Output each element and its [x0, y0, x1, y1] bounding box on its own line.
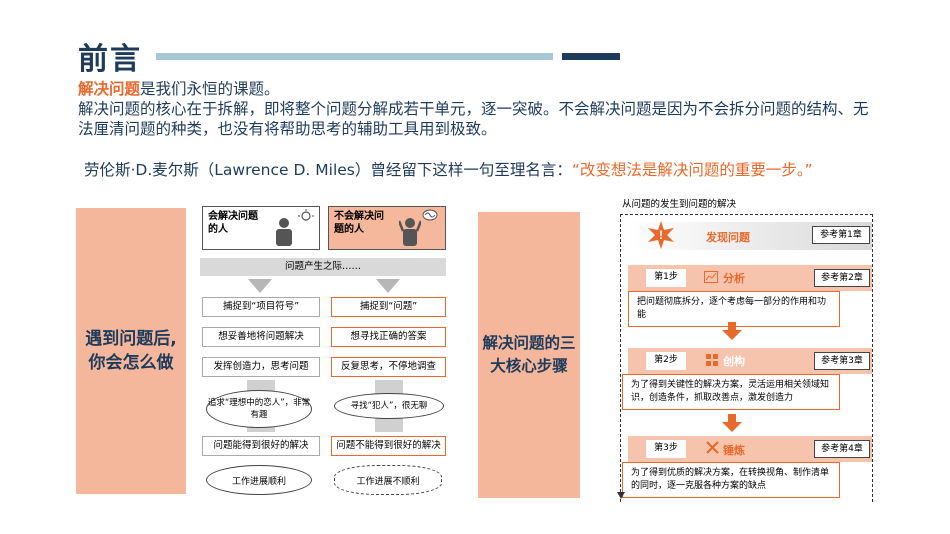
step1-ref: 参考第2章	[814, 269, 870, 287]
step3-desc: 为了得到优质的解决方案，在转换视角、制作清单的同时，逐一克服各种方案的缺点	[622, 462, 840, 498]
bad-step-3: 反复思考，不停地调查	[331, 357, 446, 377]
step2-desc: 为了得到关键性的解决方案，灵活运用相关领域知识，创造条件，抓取改善点，激发创造力	[622, 374, 840, 410]
problem-occurs-band: 问题产生之际……	[200, 258, 446, 276]
calm-person-icon	[276, 218, 292, 246]
good-outcome-cloud: 工作进展顺利	[206, 465, 312, 495]
good-solver-label: 会解决问题的人	[208, 211, 258, 235]
left-question-panel: 遇到问题后, 你会怎么做	[76, 208, 186, 494]
good-solver-card: 会解决问题的人	[202, 206, 320, 250]
build-blocks-icon	[706, 354, 718, 366]
step1-arrow	[722, 330, 742, 340]
flow-caption: 从问题的发生到问题的解决	[622, 199, 737, 210]
good-step-1: 捕捉到“项目符号”	[202, 297, 320, 317]
quote-text: “改变想法是解决问题的重要一步。”	[571, 161, 813, 179]
quote-lead: 劳伦斯·D.麦尔斯（Lawrence D. Miles）曾经留下这样一句至理名言…	[84, 161, 572, 179]
step3-ref: 参考第4章	[814, 440, 870, 458]
scribble-cloud-icon	[422, 209, 438, 221]
discover-stage-name: 发现问题	[706, 231, 750, 244]
quote-paragraph: 劳伦斯·D.麦尔斯（Lawrence D. Miles）曾经留下这样一句至理名言…	[84, 160, 874, 180]
flow-dashed-frame	[620, 214, 873, 502]
bad-outcome-cloud: 工作进展不顺利	[334, 465, 442, 495]
good-arrow-1	[248, 279, 272, 293]
alert-burst-icon: !	[648, 221, 674, 249]
step2-ref: 参考第3章	[814, 352, 870, 370]
poor-solver-label: 不会解决问题的人	[334, 211, 384, 235]
step3-tag: 第3步	[646, 440, 686, 458]
left-panel-line2: 你会怎么做	[88, 353, 174, 373]
svg-text:!: !	[659, 228, 663, 242]
bad-arrow-1	[376, 279, 400, 293]
intro-line2: 解决问题的核心在于拆解，即将整个问题分解成若干单元，逐一突破。不会解决问题是因为…	[78, 100, 869, 138]
core-steps-panel: 解决问题的三 大核心步骤	[478, 212, 580, 498]
discover-ref: 参考第1章	[812, 226, 870, 244]
bad-step-1: 捕捉到“问题”	[331, 297, 446, 317]
step1-arrow-shaft	[728, 322, 736, 331]
poor-solver-card: 不会解决问题的人	[328, 206, 446, 250]
step2-name: 创构	[723, 355, 745, 368]
core-steps-line2: 大核心步骤	[490, 357, 568, 375]
stressed-person-icon	[399, 218, 421, 246]
idea-bulb-icon	[298, 209, 314, 221]
core-steps-line1: 解决问题的三	[482, 334, 576, 352]
title-divider-dark	[562, 53, 620, 60]
bad-result: 问题不能得到很好的解决	[331, 436, 446, 456]
bad-thought-bubble: 寻找“犯人”，很无聊	[334, 393, 444, 419]
flow-end-arrow	[617, 492, 625, 499]
step1-name: 分析	[723, 272, 745, 285]
step1-tag: 第1步	[646, 269, 686, 287]
step2-arrow-shaft	[728, 414, 736, 423]
analysis-chart-icon	[704, 271, 718, 283]
step2-arrow	[722, 422, 742, 432]
hammer-tools-icon	[706, 441, 719, 454]
step2-tag: 第2步	[646, 352, 686, 370]
good-step-2: 想妥善地将问题解决	[202, 327, 320, 347]
good-thought-bubble: 追求“理想中的恋人”，非常有趣	[206, 390, 312, 428]
intro-highlight: 解决问题	[78, 80, 141, 98]
intro-line1: 是我们永恒的课题。	[140, 80, 280, 98]
good-step-3: 发挥创造力，思考问题	[202, 357, 320, 377]
intro-paragraph: 解决问题是我们永恒的课题。 解决问题的核心在于拆解，即将整个问题分解成若干单元，…	[78, 79, 878, 139]
title-divider-light	[156, 53, 553, 60]
bad-step-2: 想寻找正确的答案	[331, 327, 446, 347]
left-panel-line1: 遇到问题后,	[85, 329, 177, 349]
page-title: 前言	[78, 42, 142, 77]
step3-name: 锤炼	[723, 444, 745, 457]
good-result: 问题能得到很好的解决	[202, 436, 320, 456]
